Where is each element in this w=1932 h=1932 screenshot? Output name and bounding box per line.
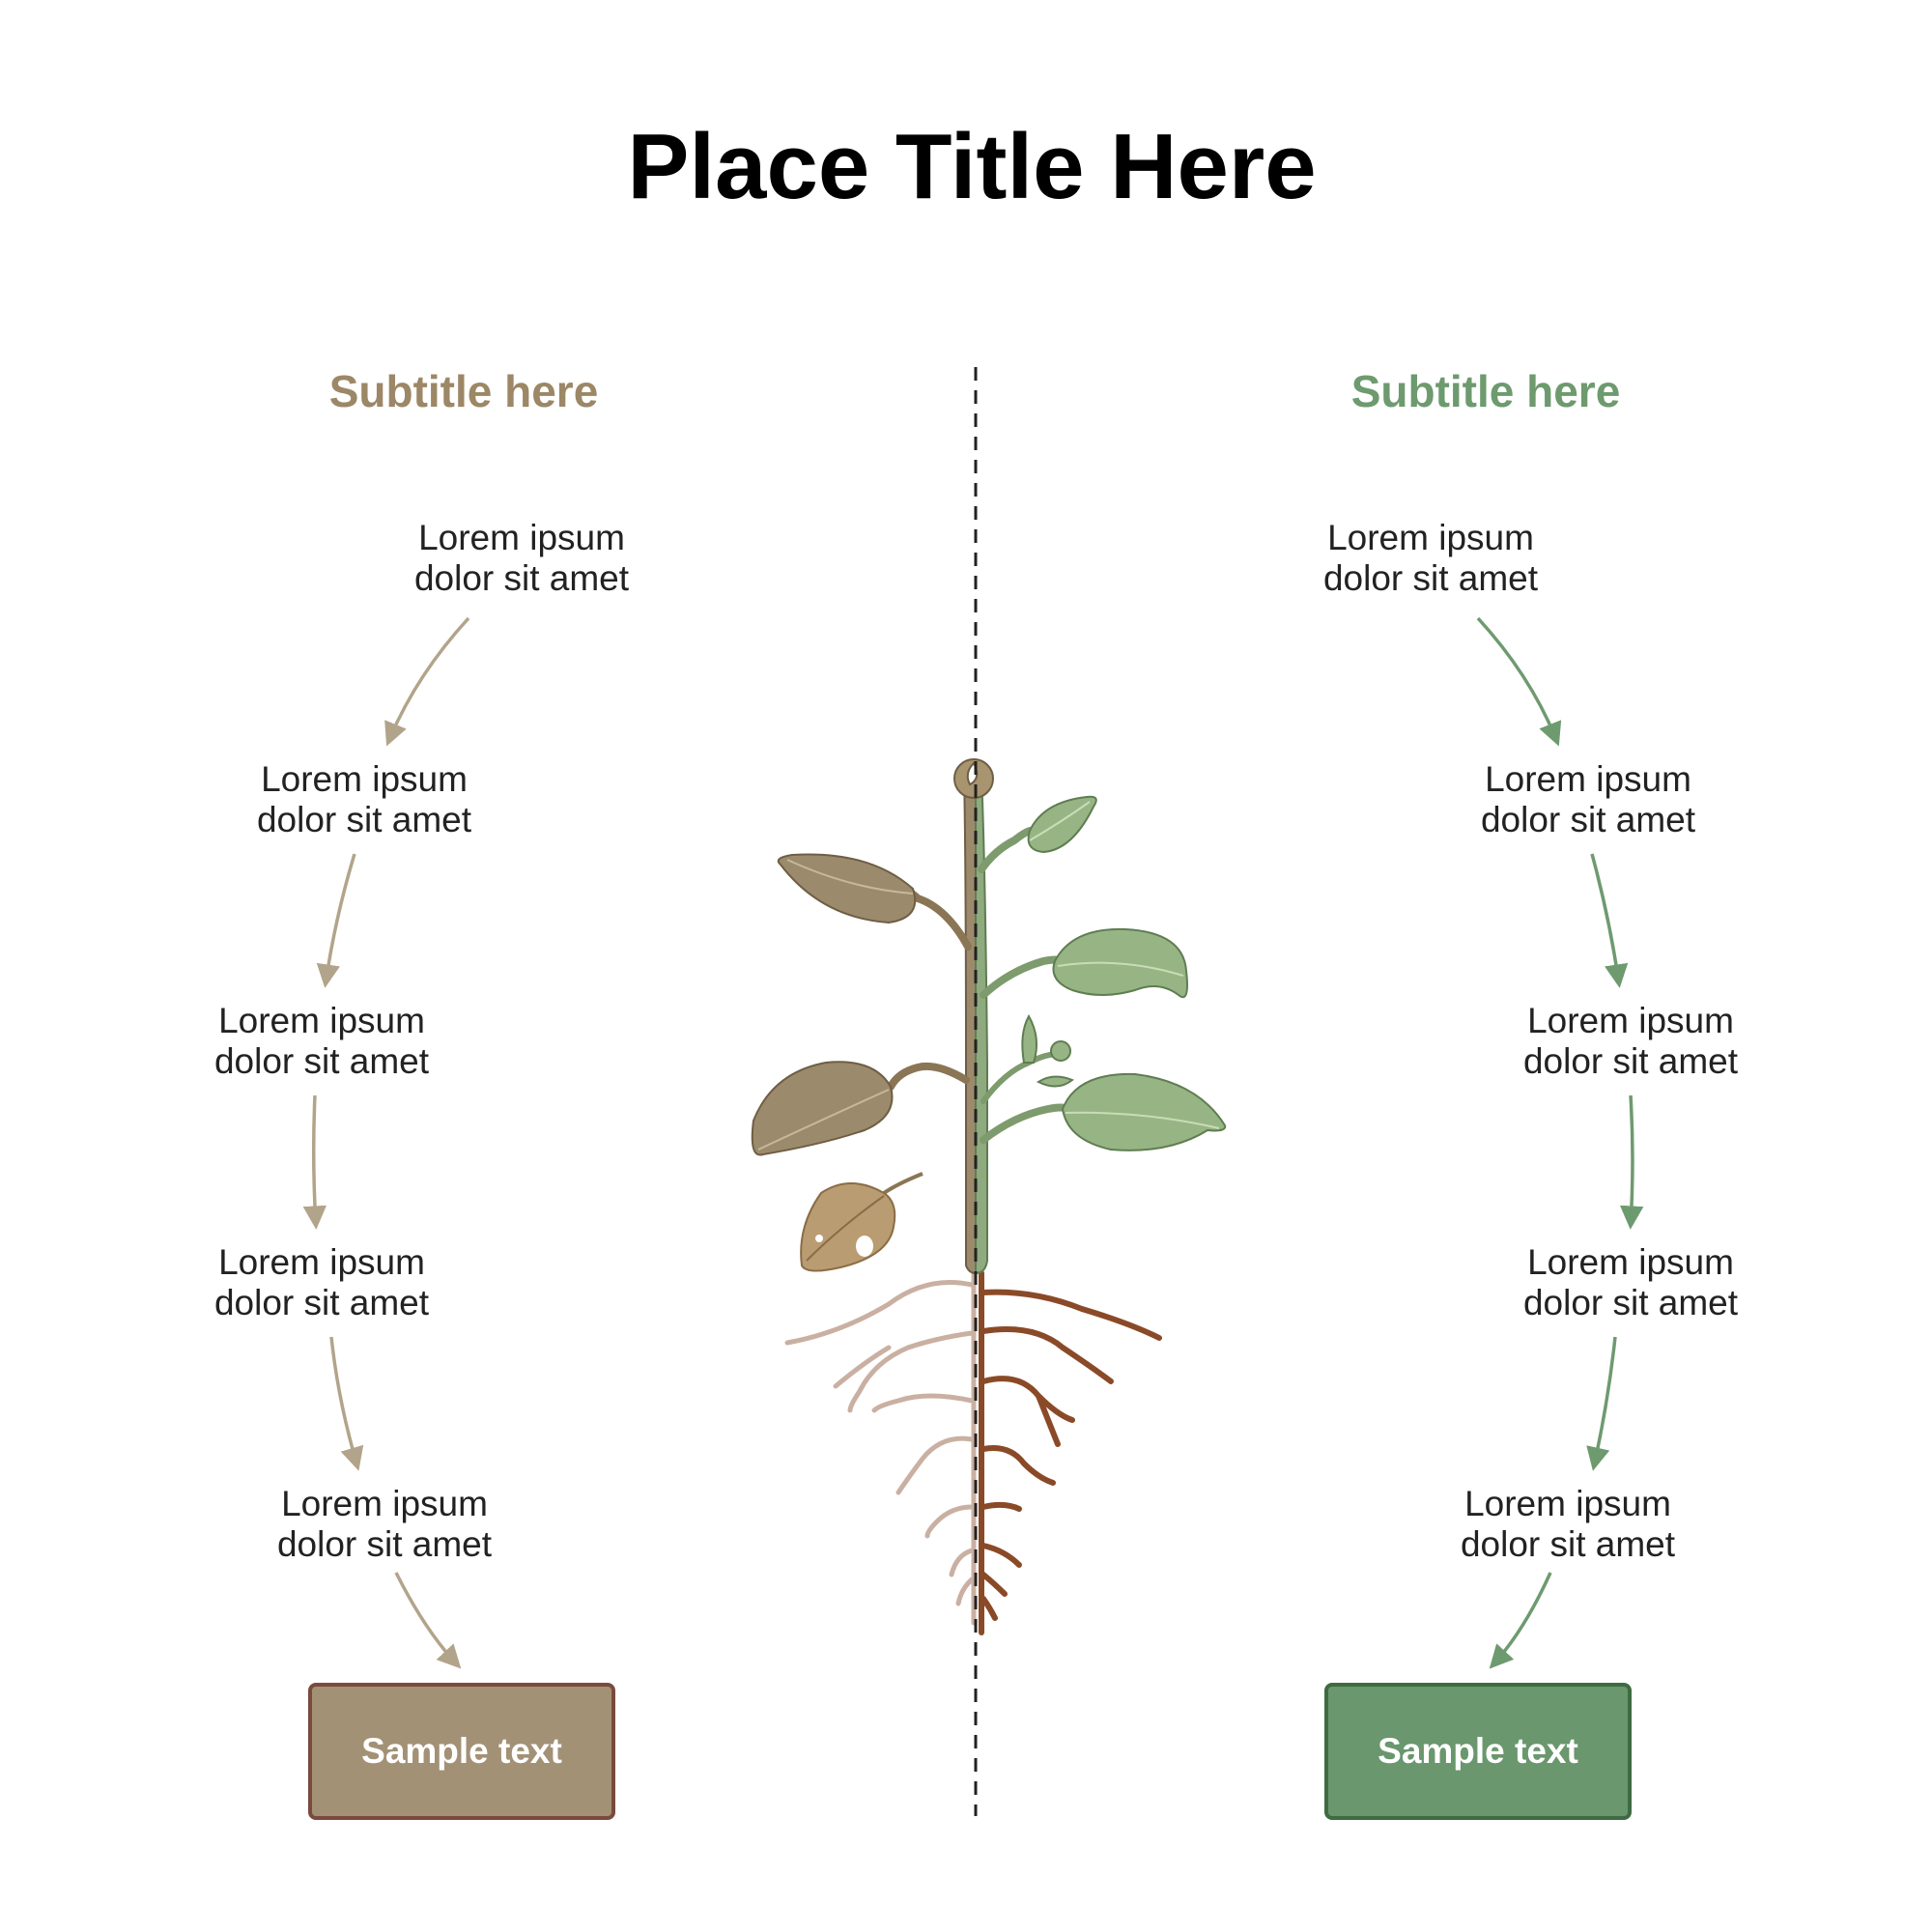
left-arrow-3 [302,1094,327,1230]
left-step-2-line2: dolor sit amet [256,800,472,839]
left-step-3-line1: Lorem ipsum [218,1001,425,1040]
left-roots-icon [784,1270,977,1626]
left-step-4-line1: Lorem ipsum [218,1242,425,1282]
right-leaf-bottom-icon [980,1072,1227,1151]
left-arrow-5 [394,1572,462,1669]
right-step-5-line2: dolor sit amet [1460,1524,1676,1564]
right-small-shoot-icon [980,1013,1074,1104]
left-leaf-top-icon [777,853,972,951]
left-step-5-line1: Lorem ipsum [281,1484,488,1523]
page-title: Place Title Here [627,115,1317,218]
left-arrows [302,616,470,1669]
right-roots-icon [979,1270,1162,1635]
left-subtitle: Subtitle here [328,366,599,416]
right-step-4-line2: dolor sit amet [1522,1283,1739,1322]
left-step-4-line2: dolor sit amet [213,1283,430,1322]
left-step-2-line1: Lorem ipsum [261,759,468,799]
bud-icon [953,758,994,799]
right-arrow-5 [1489,1572,1552,1669]
right-arrow-1 [1476,616,1562,747]
left-step-5: Lorem ipsum dolor sit amet [211,1484,558,1565]
left-step-1-line2: dolor sit amet [413,558,630,598]
right-step-1-line1: Lorem ipsum [1327,518,1534,557]
right-arrow-2 [1590,853,1629,988]
right-step-3: Lorem ipsum dolor sit amet [1457,1001,1804,1082]
left-step-1-line1: Lorem ipsum [418,518,625,557]
dead-leaf-icon [800,1172,923,1272]
right-step-2-line1: Lorem ipsum [1485,759,1691,799]
right-step-3-line2: dolor sit amet [1522,1041,1739,1081]
right-step-5-line1: Lorem ipsum [1464,1484,1671,1523]
right-step-5: Lorem ipsum dolor sit amet [1394,1484,1742,1565]
left-step-1: Lorem ipsum dolor sit amet [348,518,696,599]
right-step-4: Lorem ipsum dolor sit amet [1457,1242,1804,1323]
right-sample-box: Sample text [1324,1683,1632,1820]
right-arrows [1476,616,1644,1669]
right-leaf-top-icon [978,795,1097,873]
right-step-1-line2: dolor sit amet [1322,558,1539,598]
right-arrow-4 [1586,1336,1617,1471]
right-stem-icon [975,772,988,1275]
left-step-3-line2: dolor sit amet [213,1041,430,1081]
left-step-2: Lorem ipsum dolor sit amet [190,759,538,840]
right-subtitle: Subtitle here [1350,366,1621,416]
left-stem-icon [962,772,977,1275]
plant-icon [751,758,1227,1635]
left-arrow-1 [384,616,470,747]
right-step-1: Lorem ipsum dolor sit amet [1257,518,1605,599]
left-step-4: Lorem ipsum dolor sit amet [148,1242,496,1323]
left-sample-box: Sample text [308,1683,615,1820]
right-step-2: Lorem ipsum dolor sit amet [1414,759,1762,840]
right-step-3-line1: Lorem ipsum [1527,1001,1734,1040]
left-step-3: Lorem ipsum dolor sit amet [148,1001,496,1082]
right-leaf-middle-icon [980,927,1188,999]
right-step-2-line2: dolor sit amet [1480,800,1696,839]
left-step-5-line2: dolor sit amet [276,1524,493,1564]
left-leaf-bottom-icon [751,1061,970,1156]
right-arrow-3 [1619,1094,1644,1230]
left-arrow-2 [316,853,356,988]
left-arrow-4 [329,1336,364,1471]
right-step-4-line1: Lorem ipsum [1527,1242,1734,1282]
